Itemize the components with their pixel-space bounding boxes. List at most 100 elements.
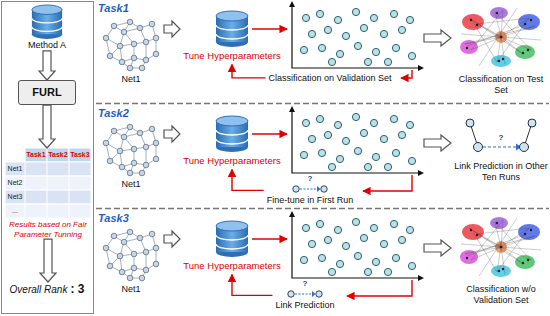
result-node: Link Prediction in Other Ten Runs	[454, 109, 548, 183]
result-node: Classification w/o Validation Set	[454, 214, 548, 306]
tune-arrow	[252, 28, 287, 29]
drawing-part	[25, 148, 47, 162]
tuning-node: Tune Hyperparameters	[180, 8, 284, 64]
feedback-arrow	[401, 70, 412, 78]
feedback-connector	[232, 169, 264, 190]
flow-connector	[39, 51, 55, 80]
panel-border	[2, 2, 94, 314]
cluster-picture	[460, 7, 541, 67]
evaluation-node: Classification on Validation Set	[266, 72, 395, 84]
node-text: Link Prediction in Other Ten Runs	[454, 161, 548, 183]
tuning-node: Tune Hyperparameters	[180, 113, 284, 169]
link-icon	[293, 186, 327, 192]
drawing-part	[69, 148, 91, 162]
scatter-dots	[300, 113, 415, 170]
chart-axes	[292, 214, 421, 278]
node-text: Link Prediction	[275, 300, 334, 311]
network-graph	[103, 229, 159, 281]
table-row-name: Net3	[8, 193, 23, 201]
row-separator	[96, 104, 549, 209]
question-mark: ?	[303, 280, 308, 289]
feedback-connector	[232, 274, 272, 295]
flow-arrow	[424, 240, 451, 256]
table-row-name: Net1	[8, 165, 23, 173]
drawing-part	[520, 143, 529, 152]
rank-result: Overall Rank: 3	[2, 282, 92, 296]
node-text: Net1	[98, 284, 164, 295]
drawing-part	[483, 146, 517, 147]
drawing-part	[5, 176, 91, 190]
chart-axes	[292, 109, 421, 173]
network-node: Net1	[98, 121, 164, 190]
flow-arrow	[424, 30, 451, 46]
link-prediction-picture	[466, 119, 536, 152]
node-text: FURL	[19, 86, 75, 99]
task-row	[103, 106, 536, 192]
table-header: Task1	[26, 151, 45, 159]
axis-arrowheads	[289, 1, 424, 71]
results-table-grid	[5, 148, 91, 218]
node-text: Tune Hyperparameters	[180, 260, 284, 271]
tune-arrow	[252, 238, 287, 239]
node-text: Tune Hyperparameters	[180, 50, 284, 61]
chart-axes	[292, 4, 421, 68]
feedback-connector	[232, 64, 266, 78]
node-text: Classification on Test Set	[454, 74, 548, 96]
drawing-part	[25, 162, 69, 218]
flow-connector	[39, 105, 55, 148]
question-mark: ?	[499, 134, 504, 143]
link-icon	[288, 291, 322, 297]
database-icon	[216, 11, 248, 47]
flow-arrow	[424, 135, 451, 151]
flow-connector	[164, 231, 180, 247]
network-node: Net1	[98, 16, 164, 85]
database-icon	[216, 116, 248, 152]
database-icon	[32, 5, 62, 39]
drawing-part	[466, 119, 474, 127]
feedback-arrow	[347, 280, 412, 296]
question-mark: ?	[308, 175, 313, 184]
method-node: Method A	[2, 2, 92, 51]
table-row-name: ...	[12, 207, 18, 215]
axis-arrowheads	[289, 211, 424, 281]
drawing-part	[5, 204, 91, 218]
node-text: : 3	[70, 282, 84, 296]
node-text: Net1	[98, 74, 164, 85]
result-node: Classification on Test Set	[454, 4, 548, 96]
node-text: Tune Hyperparameters	[180, 155, 284, 166]
drawing-part	[5, 148, 25, 162]
network-graph	[103, 124, 159, 176]
node-text: Overall Rank	[10, 284, 68, 296]
node-text: Results based on Fair Parameter Tunning	[5, 220, 91, 239]
table-header: Task2	[48, 151, 67, 159]
cluster-picture	[460, 217, 541, 277]
node-text: Method A	[2, 40, 92, 51]
node-text: Classification w/o Validation Set	[454, 284, 548, 306]
flow-connector	[40, 239, 56, 282]
flow-connector	[164, 21, 180, 37]
scatter-dots	[300, 218, 415, 275]
task-label: Task1	[98, 2, 129, 14]
node-text: Fine-tune in First Run	[267, 195, 354, 206]
drawing-part	[528, 119, 536, 127]
network-graph	[103, 19, 159, 71]
tune-arrow	[252, 133, 287, 134]
database-icon	[216, 221, 248, 257]
drawing-part	[5, 162, 91, 176]
task-row	[103, 1, 541, 78]
task-label: Task3	[98, 212, 129, 224]
feedback-arrow	[363, 175, 412, 191]
framework-box: FURL	[18, 80, 76, 105]
flow-connector	[164, 126, 180, 142]
drawing-part	[47, 148, 69, 162]
task-label: Task2	[98, 107, 129, 119]
node-text: Net1	[98, 179, 164, 190]
table-header: Task3	[70, 151, 89, 159]
tuning-node: Tune Hyperparameters	[180, 218, 284, 274]
scatter-dots	[300, 8, 415, 65]
axis-arrowheads	[289, 106, 424, 176]
node-text: Classification on Validation Set	[269, 73, 392, 84]
table-row-name: Net2	[8, 179, 23, 187]
drawing-part	[5, 190, 91, 204]
